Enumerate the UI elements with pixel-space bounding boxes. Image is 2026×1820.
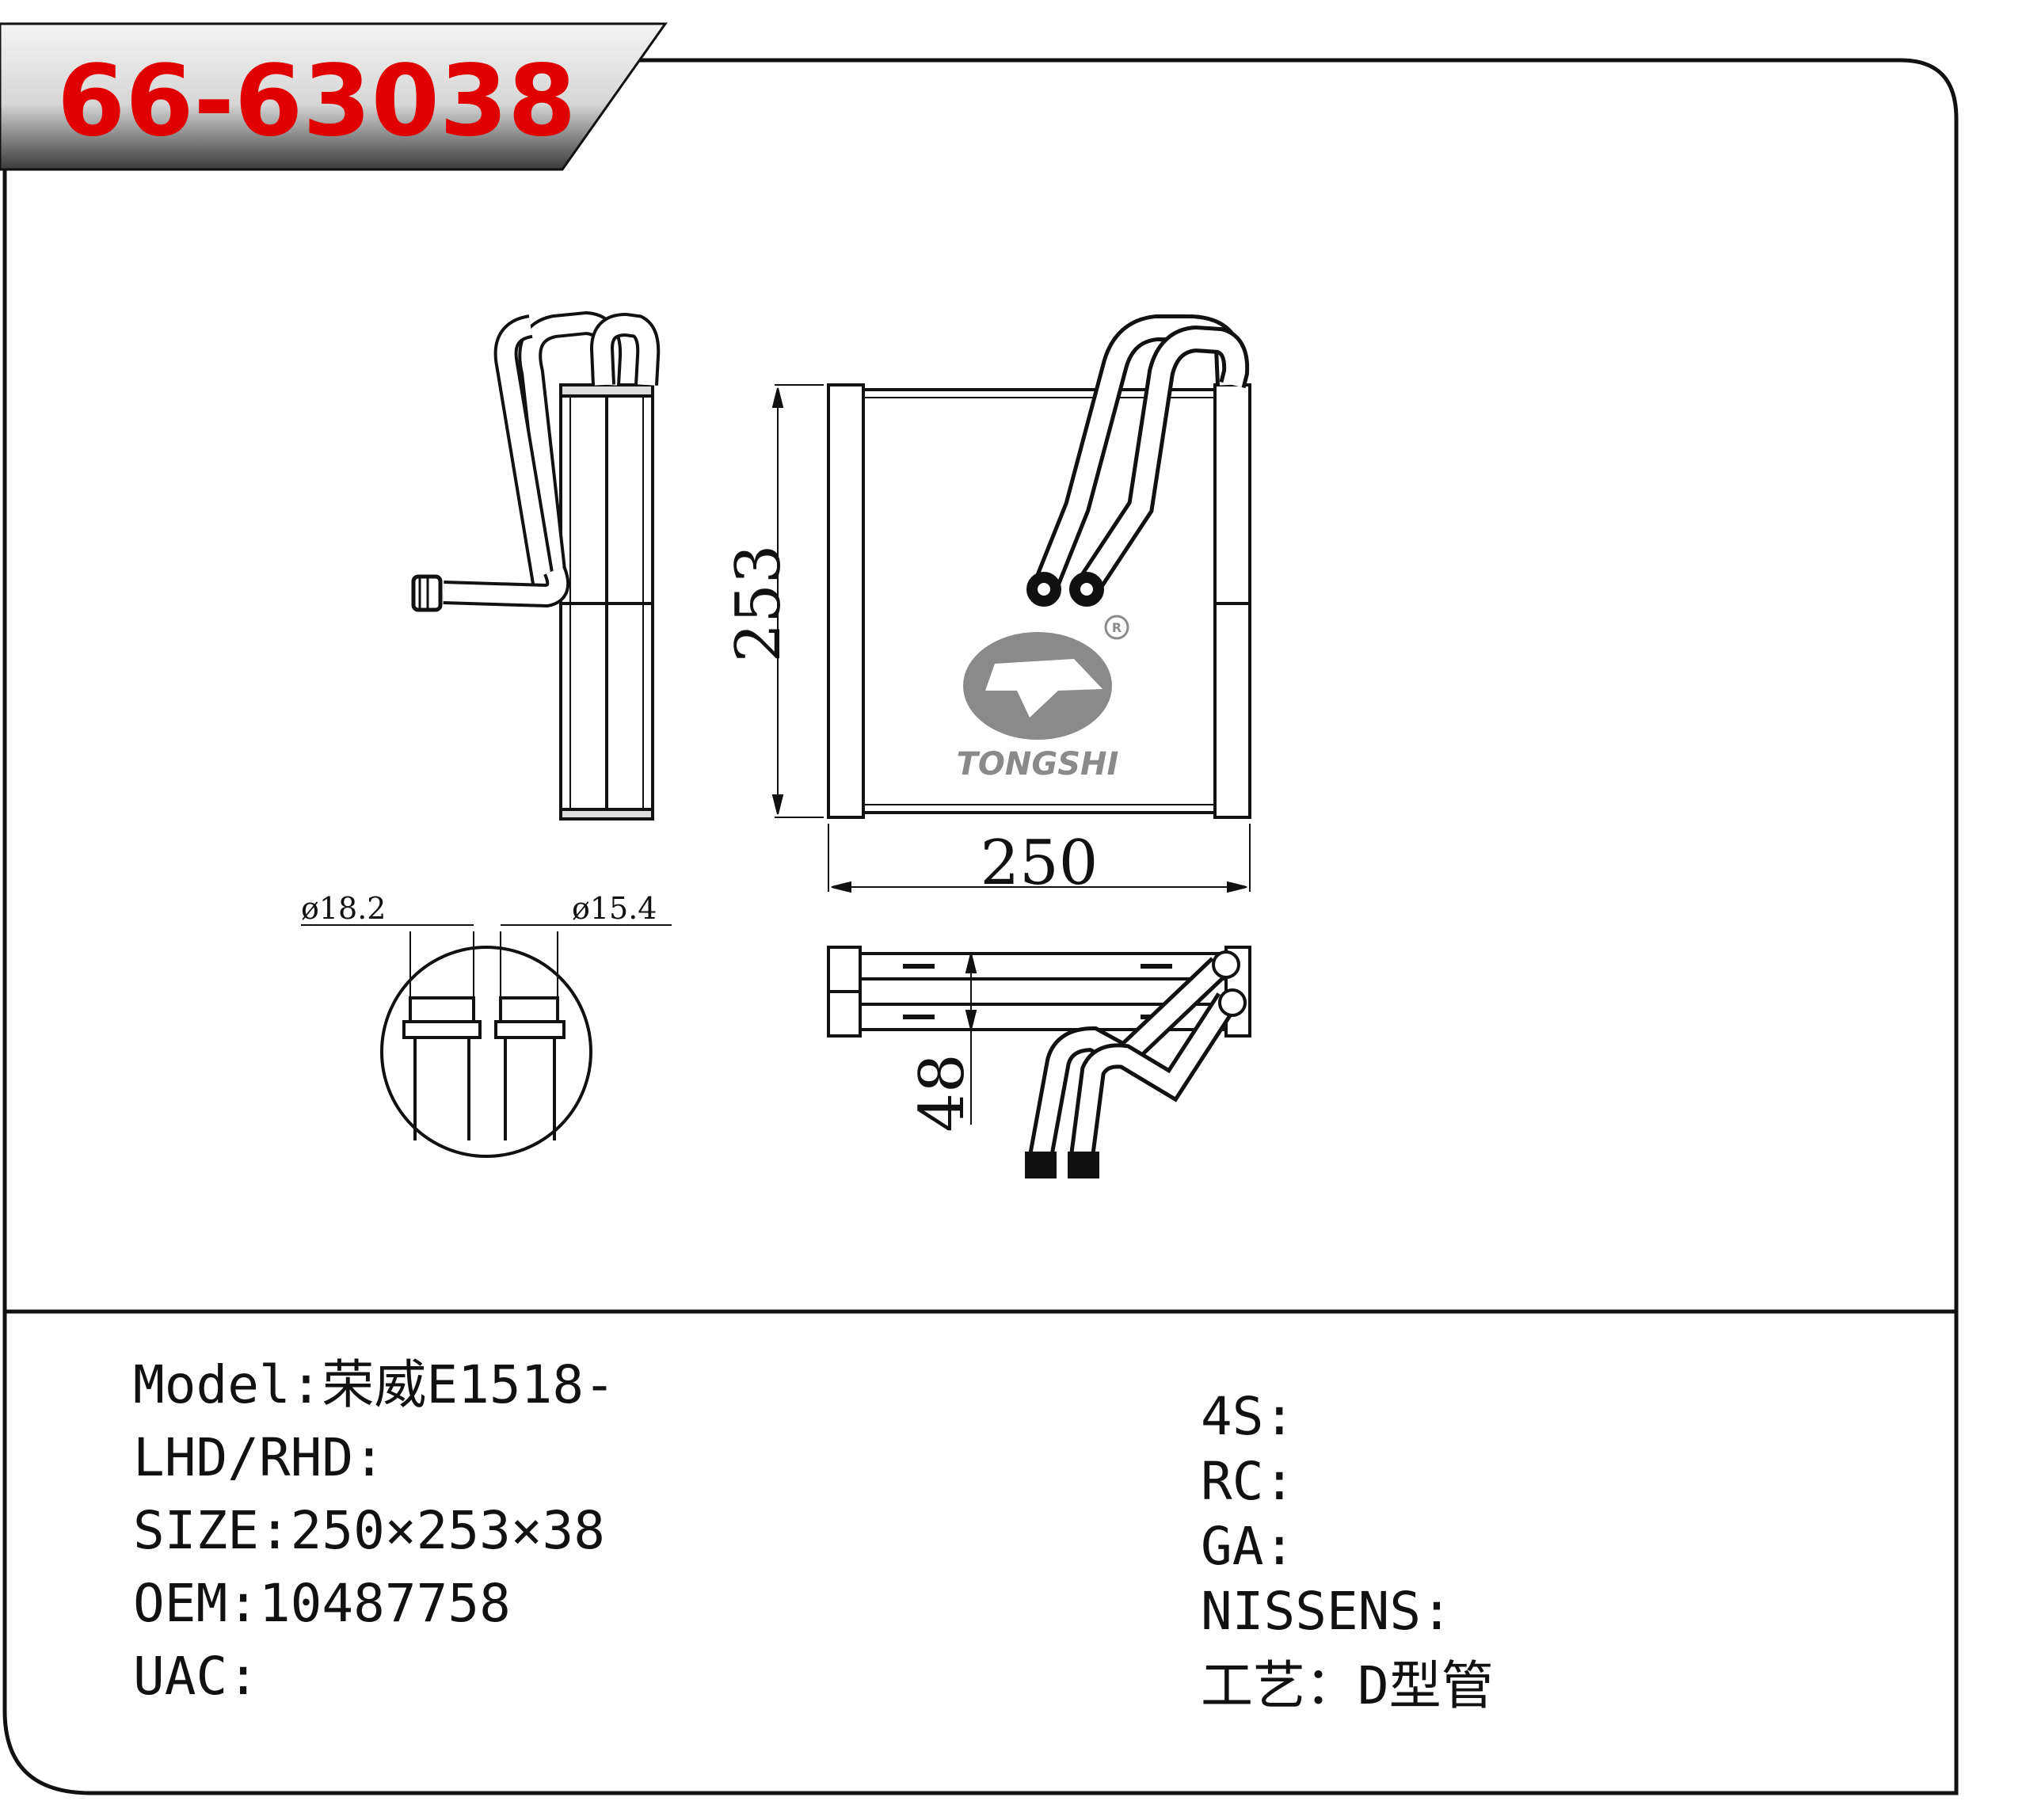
spec-rc: RC:	[1201, 1451, 1296, 1512]
pipe-dia-1-label: ø18.2	[301, 891, 387, 926]
dim-depth-label: 48	[907, 1053, 978, 1132]
brand-logo: R TONGSHI	[957, 615, 1129, 782]
spec-size: SIZE:250×253×38	[133, 1500, 606, 1561]
title-banner	[0, 22, 668, 171]
spec-nissens: NISSENS:	[1201, 1581, 1453, 1642]
brand-name: TONGSHI	[957, 746, 1119, 782]
depth-dimension	[965, 953, 977, 1125]
top-view	[827, 946, 1251, 1178]
sheet-frame	[2, 58, 1959, 1795]
dim-width-label: 250	[981, 828, 1099, 899]
width-dimension	[828, 824, 1251, 893]
pipe-dia-2-label: ø15.4	[572, 891, 657, 926]
spec-4s: 4S:	[1201, 1386, 1296, 1447]
spec-model: Model:荣威E1518-	[133, 1354, 615, 1415]
height-dimension	[771, 384, 824, 818]
front-view	[827, 314, 1251, 819]
registered-mark: R	[1112, 620, 1122, 635]
side-view	[411, 310, 661, 821]
spec-oem: OEM:10487758	[133, 1573, 511, 1634]
spec-lhd-rhd: LHD/RHD:	[133, 1427, 385, 1488]
spec-uac: UAC:	[133, 1646, 259, 1707]
spec-ga: GA:	[1201, 1516, 1296, 1577]
dim-height-label: 253	[723, 545, 794, 663]
spec-process: 工艺：D型管	[1201, 1655, 1494, 1716]
pipe-detail	[301, 924, 672, 1158]
part-number: 66-63038	[57, 44, 576, 158]
